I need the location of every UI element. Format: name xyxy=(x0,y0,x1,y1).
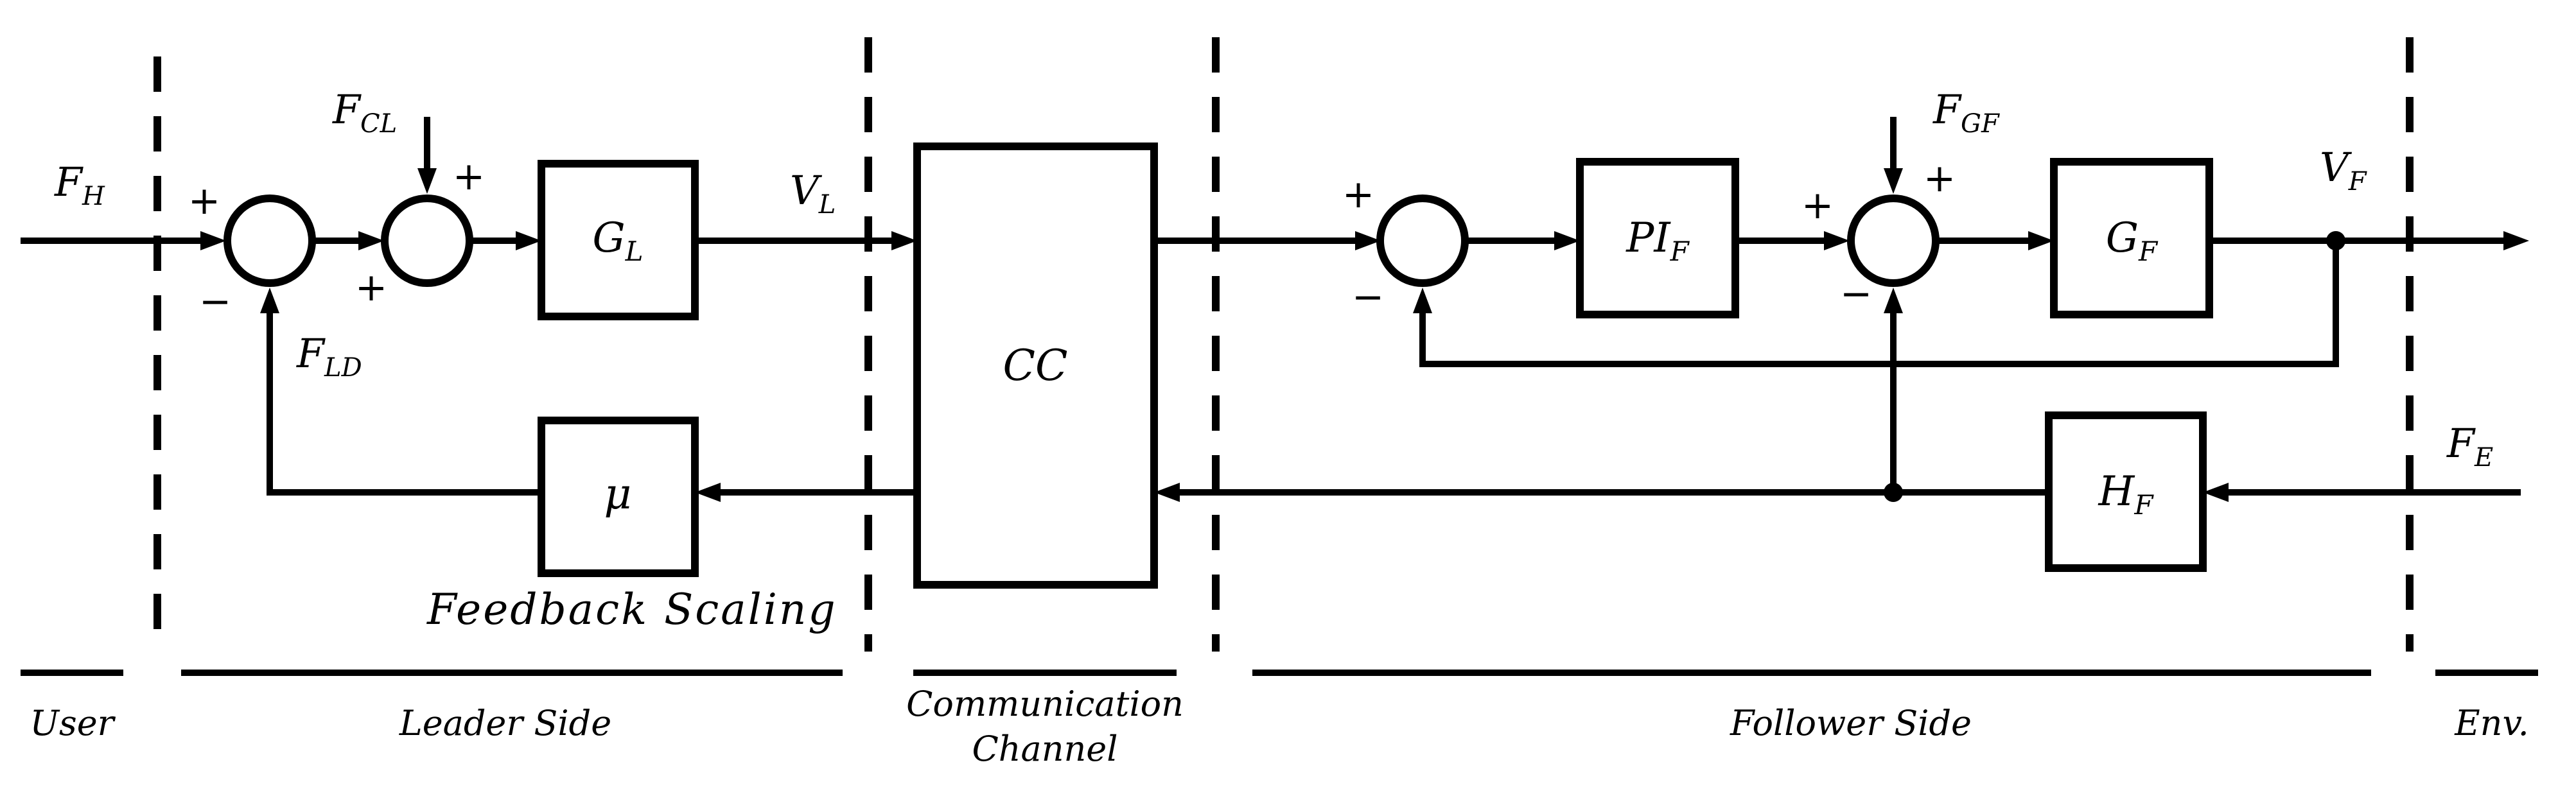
sign-plus: + xyxy=(188,178,220,223)
sign-minus: − xyxy=(1840,272,1872,316)
sign-plus: + xyxy=(355,265,387,310)
arrowhead xyxy=(260,288,279,313)
junction-dot xyxy=(1884,483,1903,502)
signal-v-l-label: VL xyxy=(790,167,836,220)
block-cc xyxy=(913,143,1158,589)
arrowhead xyxy=(2503,231,2529,250)
section-channel-label-line1: Communication xyxy=(906,684,1184,724)
sign-minus: − xyxy=(1352,275,1384,320)
arrowhead xyxy=(1884,168,1903,194)
arrowhead xyxy=(1154,483,1180,502)
block-h-f-label: HF xyxy=(2098,468,2155,521)
block-h-f xyxy=(2045,411,2207,572)
signal-f-cl-label: FCL xyxy=(332,86,397,139)
arrowhead xyxy=(1884,288,1903,313)
wire-mu-s1 xyxy=(267,313,541,496)
signal-v-f-label: VF xyxy=(2320,144,2367,196)
signal-f-h-label: FH xyxy=(54,159,105,211)
sign-minus: − xyxy=(199,279,231,324)
section-follower-label: Follower Side xyxy=(1730,703,1972,743)
block-labels: GL μ CC PIF GF HF xyxy=(592,214,2158,521)
section-boundaries xyxy=(153,37,2414,652)
arrowhead xyxy=(2028,231,2054,250)
sign-plus: + xyxy=(453,154,485,199)
block-mu-label: μ xyxy=(604,469,632,519)
sign-plus: + xyxy=(1923,156,1956,201)
arrowhead xyxy=(417,168,437,194)
block-pi-f xyxy=(1576,158,1739,318)
arrowhead xyxy=(200,231,226,250)
sign-plus: + xyxy=(1801,183,1834,228)
summing-junction-3 xyxy=(1376,195,1469,287)
arrowhead xyxy=(891,231,917,250)
section-titles: User Leader Side Communication Channel F… xyxy=(30,684,2529,769)
signal-f-ld-label: FLD xyxy=(296,330,362,383)
section-channel-label-line2: Channel xyxy=(972,729,1117,769)
arrowhead xyxy=(516,231,541,250)
feedback-scaling-label: Feedback Scaling xyxy=(426,585,837,634)
sign-markers: + − + + + − + + − xyxy=(188,154,1956,324)
summing-junction-4 xyxy=(1847,195,1940,287)
follower-wiring xyxy=(1154,117,2529,502)
block-g-f-label: GF xyxy=(2106,214,2159,267)
block-g-f xyxy=(2050,158,2213,318)
arrowhead xyxy=(1413,288,1432,313)
section-leader-label: Leader Side xyxy=(399,703,611,743)
signal-labels: FH FCL FLD VL FGF VF FE xyxy=(54,86,2493,472)
blocks xyxy=(538,143,2213,589)
sign-plus: + xyxy=(1342,172,1374,217)
summing-junctions xyxy=(223,195,1940,287)
section-env-label: Env. xyxy=(2454,703,2528,743)
block-g-l-label: GL xyxy=(592,214,643,267)
block-mu xyxy=(538,417,699,577)
summing-junction-2 xyxy=(381,195,473,287)
arrowhead xyxy=(2203,483,2229,502)
arrowhead xyxy=(358,231,384,250)
block-g-l xyxy=(538,160,699,320)
wire-vf-feedback xyxy=(1419,241,2339,367)
block-pi-f-label: PIF xyxy=(1625,214,1690,267)
signal-f-gf-label: FGF xyxy=(1932,86,2000,139)
signal-f-e-label: FE xyxy=(2446,420,2493,472)
section-user-label: User xyxy=(30,703,116,743)
arrowhead xyxy=(695,483,721,502)
arrowhead xyxy=(1554,231,1580,250)
summing-junction-1 xyxy=(223,195,316,287)
arrowhead xyxy=(1824,231,1850,250)
leader-wiring xyxy=(21,117,917,502)
block-cc-label: CC xyxy=(1003,341,1068,390)
arrowhead xyxy=(1355,231,1381,250)
